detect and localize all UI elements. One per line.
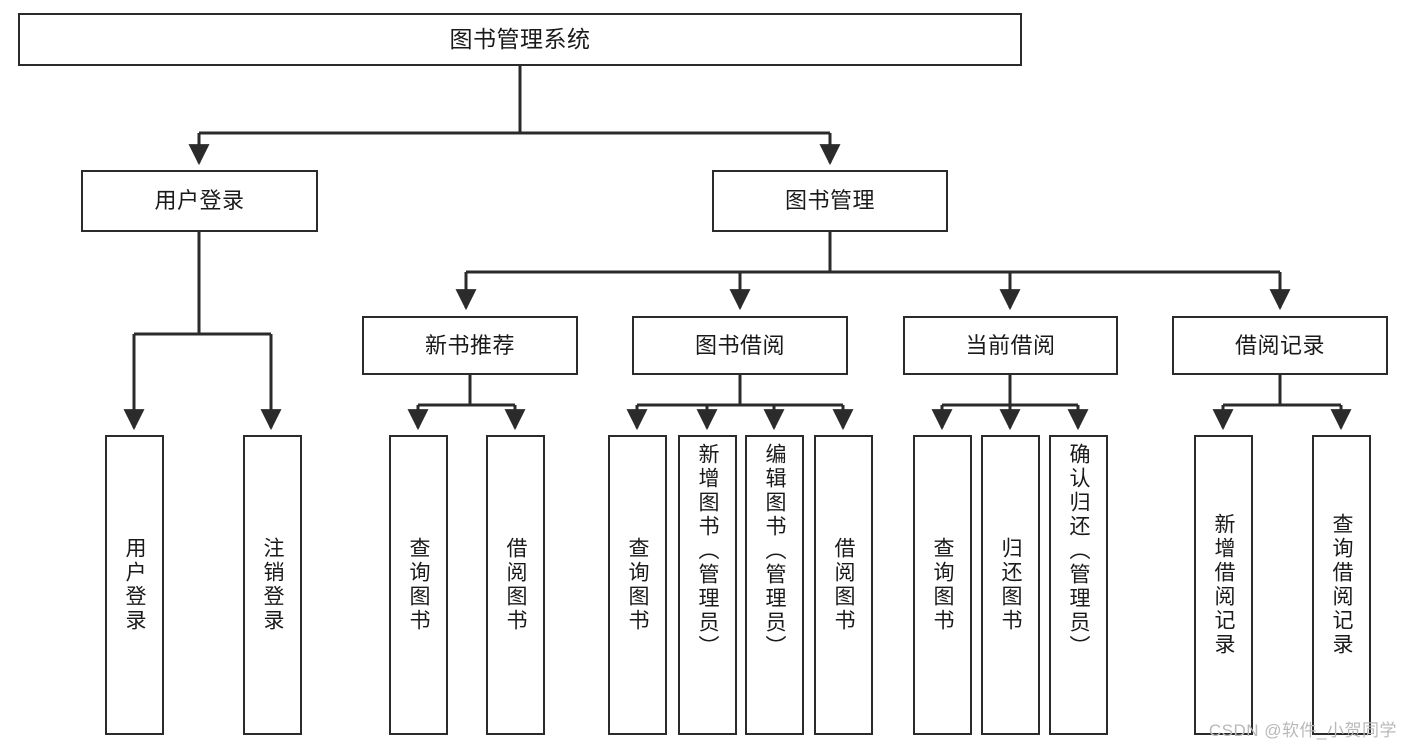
node-leaf-edit-book-admin[interactable]: 编辑图书（管理员） — [745, 435, 804, 735]
node-leaf-query-book-1[interactable]: 查询图书 — [389, 435, 448, 735]
node-borrow-record[interactable]: 借阅记录 — [1172, 316, 1388, 375]
node-book-borrow[interactable]: 图书借阅 — [632, 316, 848, 375]
node-label: 查询借阅记录 — [1330, 513, 1353, 657]
node-label: 确认归还（管理员） — [1067, 443, 1090, 659]
node-label: 借阅记录 — [1234, 332, 1325, 358]
node-label: 图书借阅 — [694, 332, 785, 358]
node-label: 用户登录 — [123, 537, 146, 633]
node-leaf-borrow-book-1[interactable]: 借阅图书 — [486, 435, 545, 735]
node-label: 编辑图书（管理员） — [763, 443, 786, 659]
node-leaf-query-borrow-record[interactable]: 查询借阅记录 — [1312, 435, 1371, 735]
node-leaf-add-book-admin[interactable]: 新增图书（管理员） — [678, 435, 737, 735]
node-label: 新书推荐 — [424, 332, 515, 358]
node-label: 用户登录 — [154, 188, 245, 214]
node-new-book-recommendation[interactable]: 新书推荐 — [362, 316, 578, 375]
node-leaf-logout[interactable]: 注销登录 — [243, 435, 302, 735]
node-label: 查询图书 — [407, 537, 430, 633]
node-leaf-query-book-2[interactable]: 查询图书 — [608, 435, 667, 735]
node-leaf-borrow-book-2[interactable]: 借阅图书 — [814, 435, 873, 735]
node-book-management[interactable]: 图书管理 — [712, 170, 948, 232]
node-user-login[interactable]: 用户登录 — [81, 170, 318, 232]
node-label: 查询图书 — [931, 537, 954, 633]
node-label: 图书管理系统 — [449, 25, 591, 52]
node-label: 借阅图书 — [504, 537, 527, 633]
node-leaf-add-borrow-record[interactable]: 新增借阅记录 — [1194, 435, 1253, 735]
node-current-borrow[interactable]: 当前借阅 — [903, 316, 1118, 375]
node-label: 新增借阅记录 — [1212, 513, 1235, 657]
node-root-system[interactable]: 图书管理系统 — [18, 13, 1022, 66]
node-label: 图书管理 — [784, 188, 875, 214]
node-leaf-query-book-3[interactable]: 查询图书 — [913, 435, 972, 735]
node-label: 注销登录 — [261, 537, 284, 633]
node-label: 当前借阅 — [965, 332, 1056, 358]
csdn-watermark: CSDN @软件_小贺同学 — [1208, 721, 1397, 740]
node-label: 归还图书 — [999, 537, 1022, 633]
node-leaf-user-login[interactable]: 用户登录 — [105, 435, 164, 735]
node-leaf-confirm-return-admin[interactable]: 确认归还（管理员） — [1049, 435, 1108, 735]
node-label: 查询图书 — [626, 537, 649, 633]
node-leaf-return-book[interactable]: 归还图书 — [981, 435, 1040, 735]
node-label: 借阅图书 — [832, 537, 855, 633]
node-label: 新增图书（管理员） — [696, 443, 719, 659]
